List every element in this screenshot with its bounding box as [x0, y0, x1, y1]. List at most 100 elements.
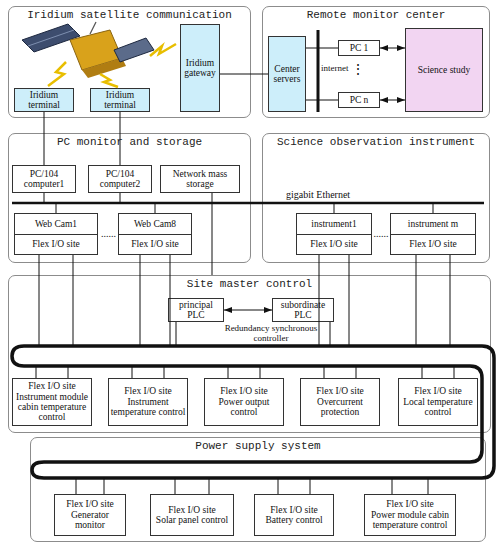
- satellite-illustration: [90, 22, 96, 34]
- node-text: Flex I/O site: [28, 381, 76, 391]
- bus-wire: [68, 366, 69, 378]
- node-text: Flex I/O site: [316, 386, 364, 396]
- bus-wire: [212, 193, 213, 275]
- io-site-box: Web Cam1Flex I/O site: [14, 213, 98, 255]
- annotation-label: Redundancy synchronous controller: [216, 324, 326, 344]
- component-box: PC 1: [338, 40, 380, 56]
- bus-wire: [416, 255, 417, 346]
- node-text: PC n: [350, 95, 369, 105]
- component-box: PC/104 computer2: [88, 165, 152, 193]
- node-text: Flex I/O site: [297, 235, 371, 255]
- node-text: Power output control: [206, 397, 282, 418]
- node-text: Generator monitor: [56, 510, 124, 531]
- component-box: Network mass storage: [160, 165, 240, 193]
- connector: [224, 310, 272, 311]
- bus-wire: [175, 478, 176, 494]
- node-text: Flex I/O site: [414, 386, 462, 396]
- bus-wire: [454, 366, 455, 378]
- connector: [120, 112, 121, 165]
- node-text: Flex I/O site: [168, 505, 216, 515]
- bus-wire: [73, 255, 74, 346]
- component-box: Iridium terminal: [90, 88, 150, 112]
- bus-wire: [56, 203, 57, 213]
- component-box: Center servers: [268, 36, 306, 112]
- connector: [306, 48, 338, 49]
- group-band: Iridium satellite communicationIridium g…: [8, 6, 251, 118]
- lightning-symbol: [150, 44, 176, 56]
- satellite-illustration: [82, 58, 126, 78]
- connector: [306, 100, 338, 101]
- bus-wire: [349, 255, 350, 346]
- node-text: subordinate PLC: [274, 300, 332, 321]
- component-box: Flex I/O sitePower module cabin temperat…: [364, 494, 456, 536]
- io-site-box: instrument mFlex I/O site: [390, 213, 476, 255]
- ethernet-bus: [12, 202, 484, 205]
- connector: [220, 74, 268, 75]
- group-title: Power supply system: [31, 438, 485, 452]
- satellite-illustration: [28, 30, 74, 46]
- component-box: Iridium gateway: [180, 24, 220, 112]
- component-box: PC n: [338, 92, 380, 108]
- annotation-label: ......: [99, 228, 118, 239]
- component-box: Flex I/O siteInstrument module cabin tem…: [12, 378, 92, 426]
- bus-wire: [36, 366, 37, 378]
- component-box: PC/104 computer1: [12, 165, 76, 193]
- group-title: Science observation instrument: [263, 134, 489, 148]
- bus-wire: [428, 478, 429, 494]
- group-band: Remote monitor centerCenter servers PC 1 P…: [262, 6, 490, 118]
- bus-wire: [76, 478, 77, 494]
- ring-bus: [12, 346, 494, 478]
- node-text: Flex I/O site: [220, 386, 268, 396]
- connector: [380, 100, 405, 101]
- node-text: principal PLC: [170, 300, 222, 321]
- bus-wire: [120, 193, 121, 203]
- node-text: Instrument module cabin temperature cont…: [14, 392, 90, 423]
- node-text: Science study: [418, 65, 471, 75]
- bus-wire: [330, 322, 331, 346]
- component-box: Flex I/O sitePower output control: [204, 378, 284, 426]
- component-box: Flex I/O siteBattery control: [254, 494, 334, 536]
- bus-wire: [260, 366, 261, 378]
- component-box: Flex I/O siteOvercurrent protection: [300, 378, 380, 426]
- bus-wire: [228, 366, 229, 378]
- group-title: Remote monitor center: [263, 7, 489, 21]
- group-title: PC monitor and storage: [9, 134, 250, 148]
- bus-wire: [164, 366, 165, 378]
- component-box: subordinate PLC: [272, 298, 334, 322]
- annotation-label: ⋮: [351, 62, 363, 77]
- group-title: Iridium satellite communication: [9, 7, 250, 21]
- lightning-symbol: [100, 74, 118, 87]
- annotation-label: ......: [372, 228, 390, 239]
- bus-wire: [334, 203, 335, 213]
- component-box: Flex I/O siteLocal temperature control: [398, 378, 478, 426]
- bus-wire: [356, 366, 357, 378]
- group-band: Power supply systemFlex I/O siteGenerato…: [30, 437, 486, 542]
- annotation-label: gigabit Ethernet: [286, 189, 376, 200]
- bus-wire: [324, 366, 325, 378]
- wire-group: [36, 193, 454, 494]
- annotation-label: internet: [321, 64, 355, 74]
- node-text: Instrument temperature control: [110, 397, 186, 418]
- connector: [44, 112, 45, 165]
- bus-wire: [155, 203, 156, 213]
- bus-wire: [422, 366, 423, 378]
- bus-wire: [104, 478, 105, 494]
- node-text: Flex I/O site: [15, 235, 97, 255]
- bus-wire: [310, 478, 311, 494]
- bus-wire: [392, 478, 393, 494]
- node-text: Flex I/O site: [270, 505, 318, 515]
- bus-wire: [450, 255, 451, 346]
- bus-wire: [278, 478, 279, 494]
- satellite-illustration: [22, 24, 80, 52]
- internet-bus: [317, 30, 320, 112]
- bus-wire: [132, 366, 133, 378]
- node-text: Overcurrent protection: [302, 397, 378, 418]
- node-text: Flex I/O site: [119, 235, 191, 255]
- component-box: Flex I/O siteGenerator monitor: [54, 494, 126, 536]
- bus-wire: [209, 478, 210, 494]
- component-box: Science study: [405, 28, 483, 112]
- node-text: PC/104 computer2: [90, 169, 150, 190]
- node-text: Power module cabin temperature control: [366, 510, 454, 531]
- node-text: Flex I/O site: [124, 386, 172, 396]
- bus-wire: [44, 193, 45, 203]
